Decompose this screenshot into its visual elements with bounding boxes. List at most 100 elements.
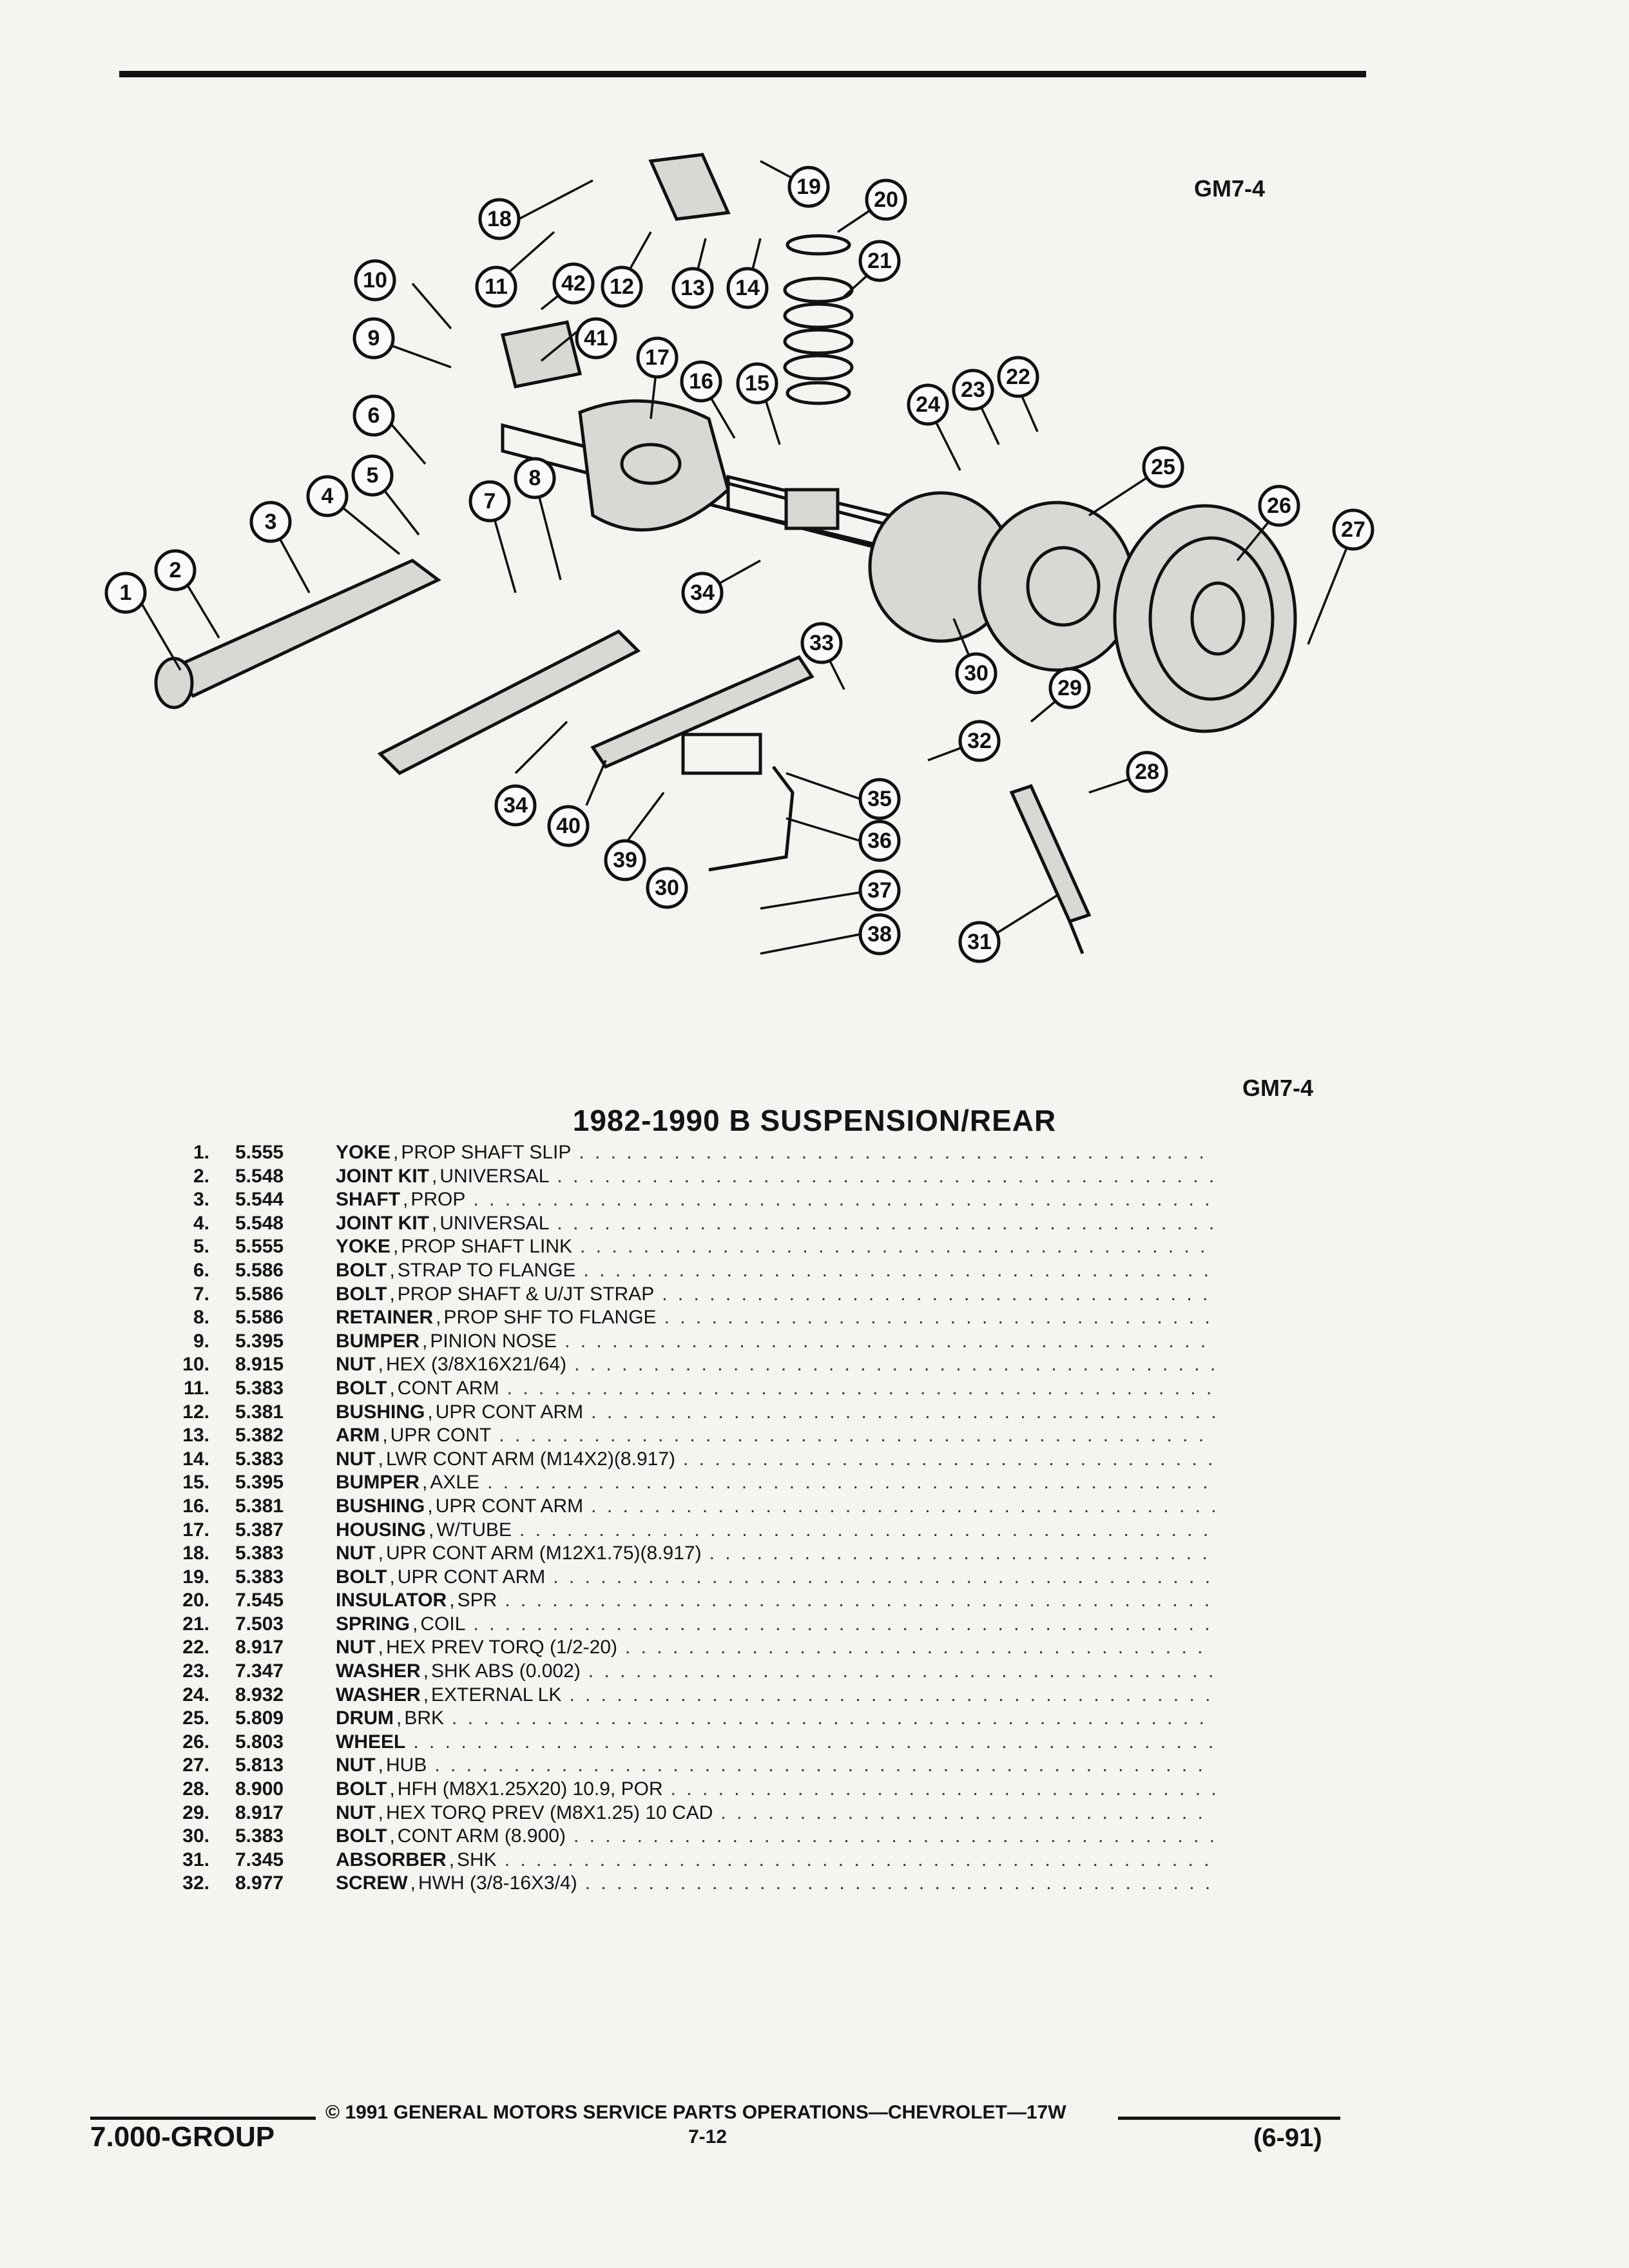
upper-control-arm-drawing bbox=[500, 153, 731, 389]
dot-leader: . . . . . . . . . . . . . . . . . . . . … bbox=[709, 1542, 1215, 1564]
separator: , bbox=[436, 1307, 441, 1329]
part-description: HWH (3/8-16X3/4) bbox=[418, 1872, 577, 1894]
callout-14: 14 bbox=[726, 267, 769, 309]
dot-leader: . . . . . . . . . . . . . . . . . . . . … bbox=[505, 1590, 1215, 1611]
part-number: 13. bbox=[182, 1425, 209, 1446]
part-description: PINION NOSE bbox=[430, 1330, 557, 1352]
group-number: 5.381 bbox=[235, 1495, 284, 1517]
group-number: 5.586 bbox=[235, 1283, 284, 1305]
part-name: WASHER bbox=[336, 1684, 421, 1706]
part-number: 3. bbox=[193, 1189, 209, 1211]
group-number: 5.383 bbox=[235, 1542, 284, 1564]
svg-text:34: 34 bbox=[503, 793, 528, 818]
part-name: NUT bbox=[336, 1637, 376, 1658]
part-name: NUT bbox=[336, 1802, 376, 1823]
part-description: HFH (M8X1.25X20) 10.9, POR bbox=[397, 1778, 663, 1800]
part-description: UPR CONT ARM (M12X1.75)(8.917) bbox=[386, 1542, 702, 1564]
part-number: 2. bbox=[193, 1165, 209, 1187]
part-name: ABSORBER bbox=[336, 1849, 447, 1870]
part-number: 16. bbox=[182, 1495, 209, 1517]
callout-26: 26 bbox=[1258, 485, 1300, 527]
part-number: 7. bbox=[193, 1283, 209, 1305]
svg-text:27: 27 bbox=[1341, 517, 1365, 542]
callout-19: 19 bbox=[787, 166, 830, 208]
separator: , bbox=[448, 1849, 455, 1870]
part-number: 5. bbox=[193, 1236, 209, 1258]
svg-text:11: 11 bbox=[485, 274, 508, 299]
separator: , bbox=[427, 1401, 433, 1423]
svg-text:3: 3 bbox=[265, 510, 277, 534]
dot-leader: . . . . . . . . . . . . . . . . . . . . … bbox=[591, 1495, 1215, 1517]
callout-7: 7 bbox=[468, 480, 511, 523]
part-name: NUT bbox=[336, 1754, 376, 1776]
part-description: HUB bbox=[386, 1754, 427, 1776]
group-number: 8.917 bbox=[235, 1802, 284, 1823]
svg-text:6: 6 bbox=[368, 403, 380, 428]
group-number: 5.586 bbox=[235, 1307, 284, 1329]
part-description: SHK bbox=[457, 1849, 497, 1870]
callout-10: 10 bbox=[354, 259, 396, 302]
part-number: 17. bbox=[182, 1519, 209, 1541]
callout-31: 31 bbox=[958, 921, 1001, 963]
part-number: 22. bbox=[182, 1637, 209, 1658]
svg-text:42: 42 bbox=[561, 271, 586, 296]
separator: , bbox=[378, 1754, 383, 1776]
part-description: HEX PREV TORQ (1/2-20) bbox=[386, 1637, 618, 1658]
dot-leader: . . . . . . . . . . . . . . . . . . . . … bbox=[564, 1330, 1215, 1352]
part-number: 25. bbox=[182, 1707, 209, 1729]
dot-leader: . . . . . . . . . . . . . . . . . . . . … bbox=[591, 1401, 1215, 1423]
group-number: 5.555 bbox=[235, 1236, 284, 1258]
dot-leader: . . . . . . . . . . . . . . . . . . . . … bbox=[557, 1165, 1215, 1187]
svg-text:15: 15 bbox=[745, 371, 769, 396]
part-name: HOUSING bbox=[336, 1519, 427, 1541]
group-number: 5.383 bbox=[235, 1448, 284, 1470]
separator: , bbox=[393, 1236, 399, 1258]
part-description: UPR CONT ARM bbox=[435, 1495, 584, 1517]
part-description: AXLE bbox=[430, 1472, 480, 1494]
svg-text:34: 34 bbox=[690, 581, 715, 605]
part-description: UNIVERSAL bbox=[439, 1165, 550, 1187]
dot-leader: . . . . . . . . . . . . . . . . . . . . … bbox=[487, 1472, 1215, 1494]
svg-text:36: 36 bbox=[867, 829, 892, 853]
separator: , bbox=[389, 1259, 395, 1281]
part-name: NUT bbox=[336, 1542, 376, 1564]
group-number: 5.555 bbox=[235, 1142, 284, 1163]
svg-text:13: 13 bbox=[680, 276, 705, 300]
svg-text:4: 4 bbox=[322, 484, 334, 508]
svg-text:30: 30 bbox=[655, 876, 679, 900]
part-name: BOLT bbox=[336, 1825, 387, 1847]
callout-21: 21 bbox=[858, 240, 901, 282]
svg-text:22: 22 bbox=[1006, 365, 1030, 389]
callout-33: 33 bbox=[800, 622, 843, 664]
svg-text:33: 33 bbox=[809, 631, 834, 655]
separator: , bbox=[432, 1165, 438, 1187]
part-name: BOLT bbox=[336, 1377, 387, 1399]
callout-1: 1 bbox=[104, 572, 147, 614]
part-name: SPRING bbox=[336, 1613, 410, 1635]
part-description: CONT ARM bbox=[397, 1377, 499, 1399]
svg-text:18: 18 bbox=[487, 207, 512, 231]
part-name: BOLT bbox=[336, 1778, 387, 1800]
svg-text:10: 10 bbox=[363, 268, 387, 293]
svg-text:25: 25 bbox=[1151, 455, 1175, 479]
part-name: YOKE bbox=[336, 1236, 391, 1258]
part-number: 30. bbox=[182, 1825, 209, 1847]
part-description: HEX TORQ PREV (M8X1.25) 10 CAD bbox=[386, 1802, 713, 1823]
part-number: 19. bbox=[182, 1566, 209, 1588]
separator: , bbox=[378, 1802, 383, 1823]
part-name: RETAINER bbox=[336, 1307, 434, 1329]
part-description: PROP SHAFT LINK bbox=[401, 1236, 573, 1258]
dot-leader: . . . . . . . . . . . . . . . . . . . . … bbox=[588, 1660, 1215, 1682]
svg-text:8: 8 bbox=[529, 466, 541, 490]
part-description: SPR bbox=[457, 1590, 497, 1611]
separator: , bbox=[382, 1425, 388, 1446]
